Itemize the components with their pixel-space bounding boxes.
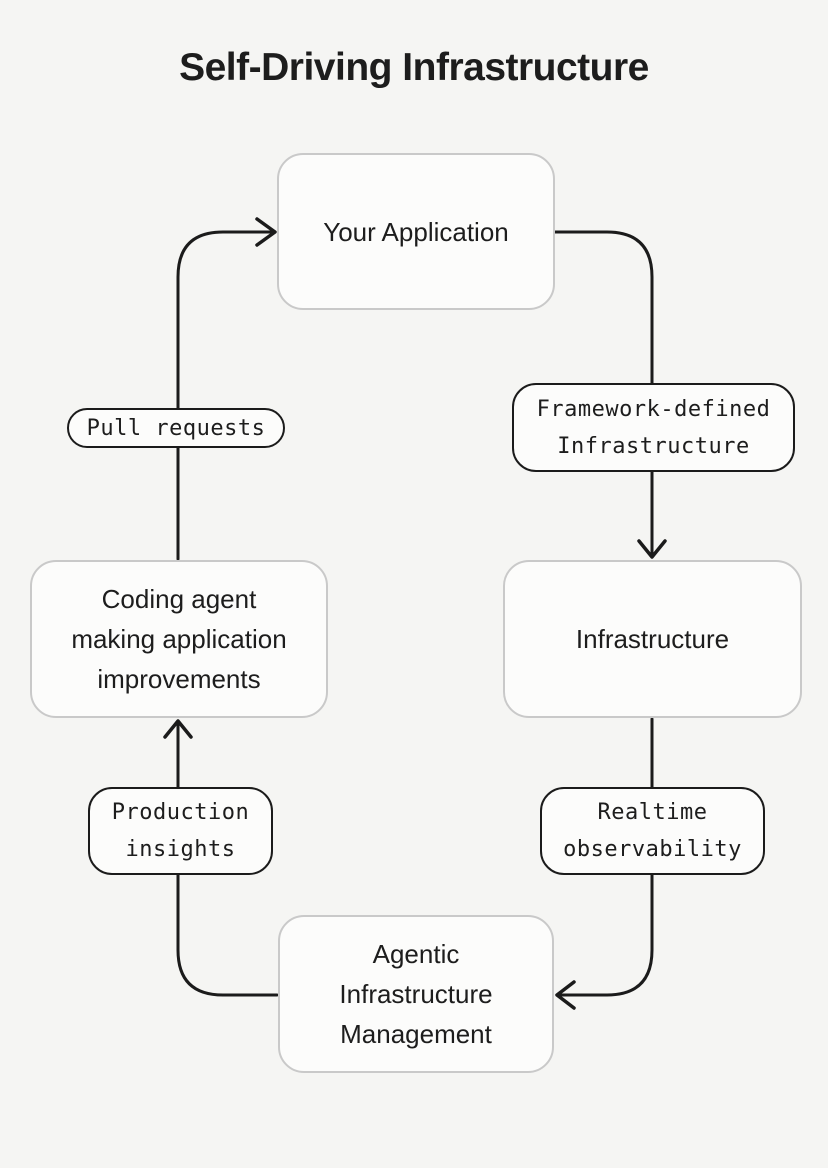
edge-label-framework-defined-infrastructure: Framework-defined Infrastructure bbox=[512, 383, 795, 472]
arrowhead-up-icon bbox=[163, 719, 193, 739]
node-your-application-label: Your Application bbox=[323, 216, 509, 247]
node-infrastructure-label: Infrastructure bbox=[575, 624, 730, 654]
arrowhead-right-icon bbox=[255, 217, 277, 247]
arrowhead-down-icon bbox=[637, 539, 667, 559]
edge-agentic-to-coding-agent bbox=[163, 719, 279, 997]
arrowhead-left-icon bbox=[555, 980, 576, 1010]
edge-label-production-insights: Production insights bbox=[88, 787, 273, 875]
node-coding-agent-label: Coding agent making application improvem… bbox=[71, 584, 287, 694]
node-coding-agent: Coding agent making application improvem… bbox=[30, 560, 328, 718]
node-infrastructure: Infrastructure bbox=[503, 560, 802, 718]
edge-label-realtime-observability: Realtime observability bbox=[540, 787, 765, 875]
edge-label-production-text: Production insights bbox=[111, 800, 250, 862]
node-your-application: Your Application bbox=[277, 153, 555, 310]
node-agentic-infrastructure-management: Agentic Infrastructure Management bbox=[278, 915, 554, 1073]
edge-label-pull-requests: Pull requests bbox=[67, 408, 285, 448]
page-title: Self-Driving Infrastructure bbox=[179, 46, 649, 89]
edge-label-realtime-text: Realtime observability bbox=[563, 800, 742, 862]
edge-infrastructure-to-agentic bbox=[555, 717, 654, 1010]
node-agentic-label: Agentic Infrastructure Management bbox=[339, 939, 493, 1049]
edge-label-framework-text: Framework-defined Infrastructure bbox=[536, 396, 771, 459]
edge-label-pull-requests-text: Pull requests bbox=[86, 415, 266, 441]
edge-your-application-to-infrastructure bbox=[553, 230, 667, 559]
edge-coding-agent-to-your-application bbox=[176, 217, 277, 561]
